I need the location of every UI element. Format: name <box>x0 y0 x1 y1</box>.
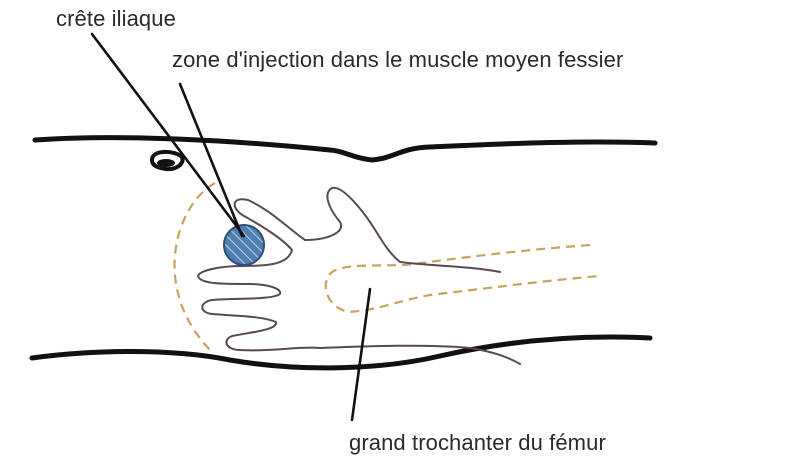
injection-zone-leader <box>180 84 242 236</box>
crete-iliaque-label: crête iliaque <box>56 8 176 30</box>
injection-zone-marker <box>224 225 264 265</box>
gluteal-region-outline <box>175 183 215 352</box>
grand-trochanter-label: grand trochanter du fémur <box>349 432 606 454</box>
skin-fold-inner <box>157 159 175 167</box>
femur-outline <box>326 245 600 312</box>
lower-body-contour <box>32 337 650 368</box>
injection-zone-label: zone d'injection dans le muscle moyen fe… <box>172 49 623 71</box>
grand-trochanter-leader <box>352 289 370 420</box>
hand-outline <box>198 188 520 364</box>
upper-body-contour <box>35 138 655 160</box>
